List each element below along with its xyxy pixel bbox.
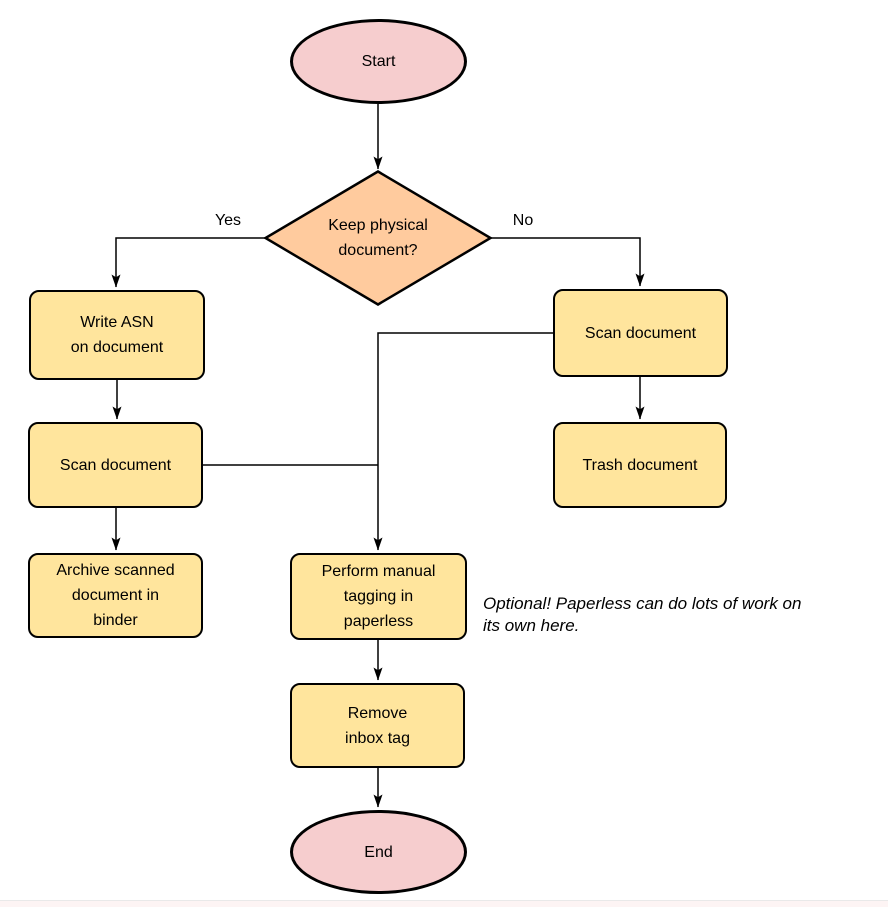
node-scan-document-left-label: Scan document	[59, 456, 172, 474]
edge-scan-right-to-tagging	[373, 332, 553, 551]
node-end: End	[290, 810, 467, 894]
node-trash-label: Trash document	[582, 456, 698, 474]
node-archive-label: Archive scanned document in binder	[56, 562, 175, 629]
node-remove-inbox-tag-label: Remove inbox tag	[345, 704, 410, 747]
edge-label-yes: Yes	[206, 209, 250, 233]
node-trash: Trash document	[553, 422, 727, 508]
note-optional: Optional! Paperless can do lots of work …	[483, 594, 802, 635]
node-scan-document-right-label: Scan document	[584, 324, 697, 342]
node-end-label: End	[364, 843, 393, 861]
edge-label-no: No	[502, 209, 544, 233]
node-tagging-label: Perform manual tagging in paperless	[321, 563, 436, 630]
node-archive: Archive scanned document in binder	[28, 553, 203, 638]
node-decision-shape	[263, 170, 493, 306]
node-tagging: Perform manual tagging in paperless	[290, 553, 467, 640]
node-scan-document-right: Scan document	[553, 289, 728, 377]
canvas-bottom-edge	[0, 900, 888, 907]
node-start-label: Start	[361, 53, 396, 70]
node-write-asn: Write ASN on document	[29, 290, 205, 380]
node-decision-label: Keep physical document?	[328, 217, 428, 259]
edge-decision-no-to-scan	[490, 237, 645, 287]
node-write-asn-label: Write ASN on document	[70, 314, 164, 356]
node-remove-inbox-tag: Remove inbox tag	[290, 683, 465, 768]
node-start: Start	[290, 19, 467, 104]
edge-decision-yes-to-write-asn	[111, 237, 265, 288]
node-scan-document-left: Scan document	[28, 422, 203, 508]
